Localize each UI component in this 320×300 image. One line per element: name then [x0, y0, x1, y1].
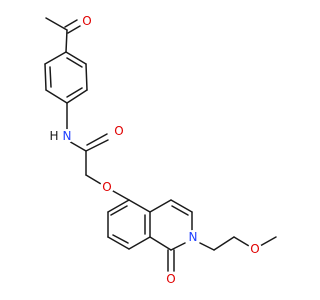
bond-pyridinone-5: [149, 236, 172, 251]
bond-phenyl-4: [45, 89, 68, 104]
bond-pyridinone-2: [170, 199, 193, 213]
bond-benzo-1: [107, 199, 130, 213]
atom-n-amide-label: N: [63, 129, 72, 143]
bond-phenyl-2: [85, 63, 88, 91]
bond-layer: [44, 17, 277, 272]
bond-phenyl-1: [65, 51, 87, 65]
bond-benzo-3-inner: [112, 234, 129, 244]
atom-h-amide-label: H: [49, 129, 58, 143]
bond-ethyl: [213, 236, 235, 251]
atom-n-ring: N: [186, 230, 200, 244]
bond-benzo-6: [128, 199, 151, 213]
bond-phenyl-3-inner: [66, 87, 83, 98]
bond-pyridinone-2-inner: [171, 205, 189, 216]
molecule-structure: O N H O O N O O: [44, 14, 277, 286]
bond-acetyl-ring: [65, 29, 68, 53]
bond-ether-ring: [112, 190, 130, 201]
molecule-canvas: O N H O O N O O: [44, 14, 277, 286]
atom-o-amide-label: O: [114, 124, 123, 138]
atom-o-lactam-label: O: [166, 272, 175, 286]
atom-label-layer: O N H O O N O O: [48, 14, 262, 286]
bond-oxygen-methyl: [259, 236, 277, 247]
bond-benzo-3: [107, 236, 130, 250]
atom-o-methoxy-label: O: [250, 242, 259, 256]
atom-o-amide: O: [112, 124, 126, 138]
bond-phenyl-1-inner: [66, 57, 83, 68]
bond-phenyl-5-inner: [49, 66, 52, 88]
atom-n-ring-label: N: [189, 230, 198, 244]
bond-phenyl-3: [66, 89, 88, 104]
atom-h-amide: H: [48, 129, 60, 143]
bond-benzo-1-inner: [110, 205, 128, 216]
atom-o-lactam: O: [164, 272, 178, 286]
bond-nitrogen-ethyl: [199, 242, 215, 251]
bond-acetyl-methyl: [45, 17, 68, 31]
bond-acetyl-carbonyl-double: [67, 25, 81, 34]
atom-o-ketone-label: O: [82, 14, 91, 28]
bond-benzo-4: [128, 236, 151, 250]
atom-o-ether-label: O: [102, 180, 111, 194]
bond-phenyl-5: [44, 63, 47, 91]
bond-pyridinone-4: [170, 242, 186, 251]
atom-n-amide: N: [60, 129, 74, 143]
bond-phenyl-6: [44, 51, 67, 65]
bond-acetyl-carbonyl: [64, 19, 78, 28]
bond-amide-carbonyl: [85, 139, 109, 152]
bond-amide-carbonyl-double: [86, 133, 108, 146]
atom-o-ether: O: [100, 180, 114, 194]
bond-methylene-ether: [85, 174, 102, 185]
bond-pyridinone-1: [149, 199, 172, 213]
atom-o-methoxy: O: [248, 242, 262, 256]
atom-o-ketone: O: [80, 14, 94, 28]
bond-ethyl-oxygen: [233, 236, 250, 247]
